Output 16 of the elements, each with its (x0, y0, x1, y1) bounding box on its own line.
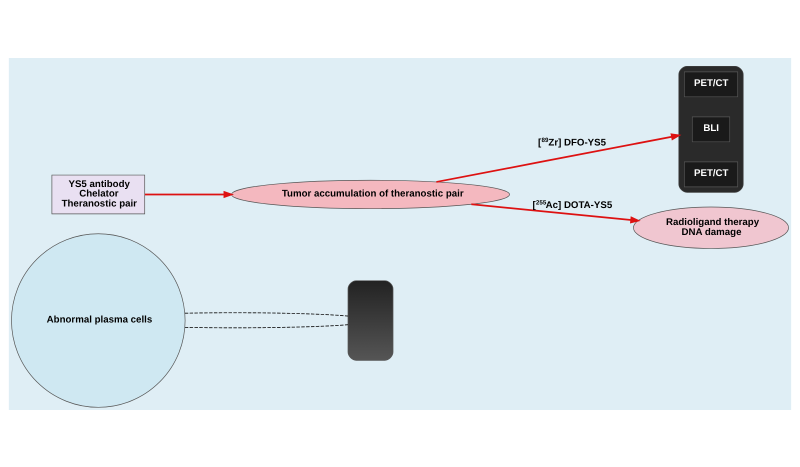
edge-label: [$^{255}$Ac] DOTA-YS5 (532, 198, 612, 210)
node-box: BLI (692, 116, 730, 142)
connector (184, 312, 348, 316)
edge-label: [$^{89}$Zr] DFO-YS5 (538, 136, 606, 148)
arrow (471, 202, 641, 223)
node-ellipse: Radioligand therapy DNA damage (633, 206, 789, 248)
node-box: PET/CT (684, 161, 738, 187)
node-ellipse: Tumor accumulation of theranostic pair (231, 179, 510, 209)
node-box: YS5 antibody Chelator Theranostic pair (52, 174, 146, 214)
arrow (144, 190, 234, 198)
node-picture (348, 280, 394, 360)
connector (184, 324, 348, 328)
arrow (436, 132, 682, 182)
node-box: PET/CT (684, 71, 738, 97)
cluster (678, 65, 744, 192)
node-circle: Abnormal plasma cells (11, 232, 186, 408)
